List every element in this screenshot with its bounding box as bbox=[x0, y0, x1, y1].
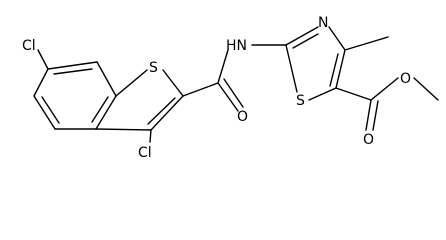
atom-label-o-ester: O bbox=[400, 71, 411, 87]
bond-c2thz-n3 bbox=[285, 26, 319, 46]
bond-s1thz-c2thz bbox=[285, 44, 298, 93]
bond-c5-s1thz bbox=[308, 87, 337, 101]
bond-camide-nh bbox=[217, 49, 229, 84]
bond-c7-c6 bbox=[47, 61, 98, 70]
bond-n3-c4 bbox=[328, 26, 346, 51]
bond-c7a-s1 bbox=[115, 69, 148, 97]
atom-label-o-amide: O bbox=[237, 109, 248, 125]
bond-cester-o-carbonyl-double bbox=[372, 100, 379, 131]
bond-c5-c4 bbox=[33, 95, 56, 130]
atom-label-cl-top: Cl bbox=[22, 38, 36, 54]
bond-camide-o-double bbox=[223, 78, 244, 108]
bond-c5-c4-inner bbox=[41, 96, 60, 124]
atom-label-layer: Cl S HN N Cl O S O O bbox=[22, 15, 411, 161]
bond-c2-c3-inner bbox=[147, 97, 176, 125]
atom-label-s-thiazole: S bbox=[296, 93, 305, 109]
bond-camide-o bbox=[217, 82, 239, 112]
bond-layer bbox=[33, 26, 439, 143]
bond-c2thz-n3-inner bbox=[292, 33, 319, 49]
bond-c7a-c7 bbox=[96, 61, 117, 97]
bond-cester-o-carbonyl bbox=[365, 99, 372, 131]
atom-label-nh: HN bbox=[226, 38, 247, 54]
atom-label-n-thiazole: N bbox=[318, 15, 328, 31]
chemical-structure-diagram: Cl S HN N Cl O S O O bbox=[22, 15, 439, 161]
bond-c6-c5 bbox=[33, 68, 49, 97]
bond-cl-c6 bbox=[37, 49, 49, 70]
bond-c3-c3a bbox=[95, 128, 152, 131]
bond-c4-c5 bbox=[335, 49, 346, 89]
bond-o-ester-methyl bbox=[413, 77, 439, 101]
atom-label-cl-bottom: Cl bbox=[138, 145, 152, 161]
bond-c7-c6-inner bbox=[53, 68, 93, 75]
bond-c2-camide bbox=[182, 82, 219, 97]
bond-c2-c3 bbox=[150, 95, 184, 131]
bond-s1-c2 bbox=[162, 69, 184, 97]
bond-c4-methyl bbox=[344, 36, 389, 51]
atom-label-o-carbonyl: O bbox=[363, 132, 374, 148]
atom-label-s-benzothiophene: S bbox=[149, 60, 158, 76]
bond-c3-cl bbox=[149, 129, 152, 143]
bond-c5-cester bbox=[335, 87, 372, 101]
bond-c3a-c7a-inner bbox=[91, 96, 109, 123]
bond-cester-o-ester bbox=[370, 77, 399, 101]
bond-c4-c5-inner bbox=[329, 53, 339, 87]
bond-c3a-c7a bbox=[95, 95, 117, 130]
